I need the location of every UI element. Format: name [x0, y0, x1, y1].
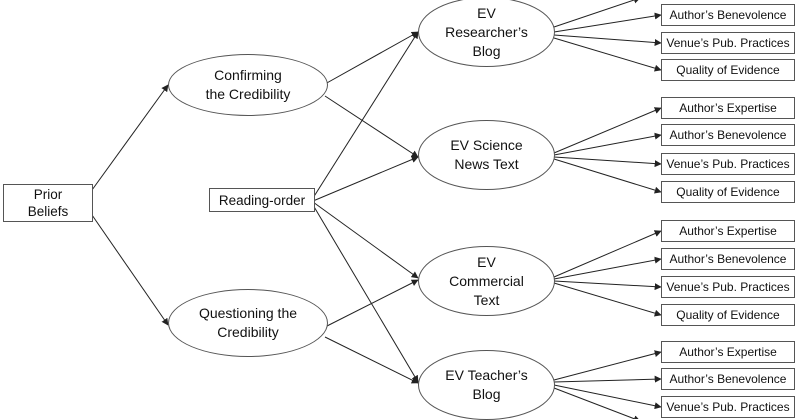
- connector-arrow: [553, 375, 662, 383]
- connector-arrow: [312, 156, 419, 202]
- outcome-box: Quality of Evidence: [661, 59, 795, 81]
- connector-arrow: [553, 34, 662, 47]
- prior-beliefs-box: Prior Beliefs: [3, 184, 93, 222]
- connector-arrow: [324, 95, 419, 158]
- outcome-box: Author’s Benevolence: [661, 4, 795, 26]
- connector-arrow: [553, 282, 662, 317]
- connector-arrow: [553, 107, 662, 154]
- ev-researchers-blog-ellipse: EV Researcher’s Blog: [418, 0, 555, 67]
- outcome-box: Author’s Expertise: [661, 220, 795, 242]
- connector-arrow: [553, 387, 641, 419]
- connector-arrow: [312, 31, 419, 199]
- ev-teachers-blog-ellipse: EV Teacher’s Blog: [418, 350, 555, 420]
- connector-arrow: [553, 132, 662, 156]
- outcome-box: Author’s Benevolence: [661, 124, 795, 146]
- connector-arrow: [312, 204, 419, 383]
- outcome-box: Venue’s Pub. Practices: [661, 276, 795, 298]
- connector-arrow: [91, 214, 169, 326]
- outcome-box: Venue’s Pub. Practices: [661, 396, 795, 418]
- connector-arrow: [324, 31, 419, 85]
- outcome-box: Quality of Evidence: [661, 181, 795, 203]
- connector-arrow: [553, 384, 662, 410]
- outcome-box: Author’s Expertise: [661, 341, 795, 363]
- confirming-credibility-ellipse: Confirming the Credibility: [168, 54, 328, 116]
- connector-arrow: [553, 280, 662, 291]
- connector-arrow: [553, 12, 662, 33]
- connector-arrow: [553, 230, 662, 278]
- ev-commercial-text-ellipse: EV Commercial Text: [418, 246, 555, 316]
- outcome-box: Venue’s Pub. Practices: [661, 153, 795, 175]
- connector-arrow: [553, 158, 662, 194]
- connector-arrow: [91, 84, 169, 191]
- connector-arrow: [312, 201, 419, 279]
- connector-arrow: [553, 0, 641, 28]
- questioning-credibility-ellipse: Questioning the Credibility: [168, 289, 328, 357]
- reading-order-box: Reading-order: [209, 188, 315, 212]
- connector-arrow: [324, 336, 419, 384]
- connector-arrow: [553, 350, 662, 381]
- connector-arrow: [553, 156, 662, 168]
- outcome-box: Venue’s Pub. Practices: [661, 32, 795, 54]
- ev-science-news-ellipse: EV Science News Text: [418, 120, 555, 190]
- outcome-box: Author’s Expertise: [661, 97, 795, 119]
- outcome-box: Author’s Benevolence: [661, 248, 795, 270]
- connector-arrow: [553, 256, 662, 280]
- outcome-box: Quality of Evidence: [661, 304, 795, 326]
- outcome-box: Author’s Benevolence: [661, 368, 795, 390]
- connector-arrow: [553, 37, 662, 72]
